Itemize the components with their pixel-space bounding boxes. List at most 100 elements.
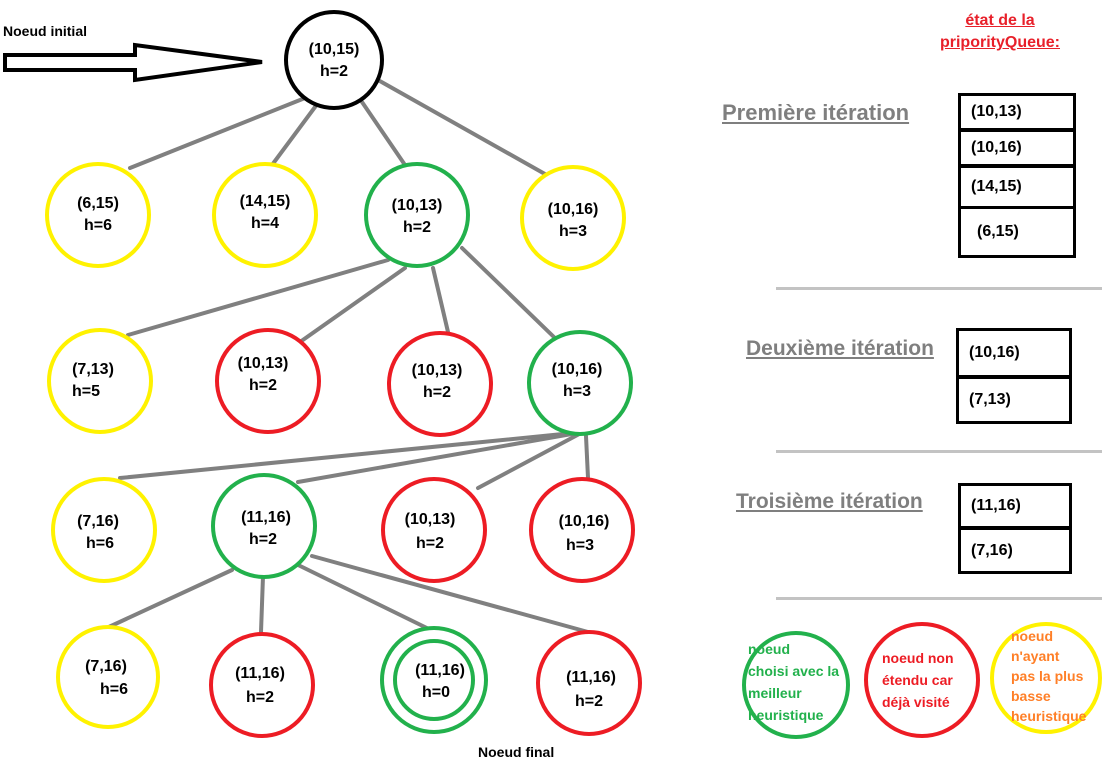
node-coord: (7,16) [77, 513, 119, 530]
node-coord: (10,13) [405, 511, 456, 528]
legend-not-lowest: noeud n'ayant pas la plus basse heuristi… [990, 622, 1102, 734]
node-coord: (7,16) [85, 658, 127, 675]
node-heuristic: h=3 [563, 383, 591, 400]
node-heuristic: h=6 [84, 217, 112, 234]
node-heuristic: h=2 [423, 384, 451, 401]
queue-item: (7,13) [956, 376, 1072, 424]
tree-node: (10,16) h=3 [520, 165, 626, 271]
legend-visited-text: noeud non étendu car déjà visité [882, 650, 957, 710]
iteration-2-title: Deuxième itération [746, 337, 934, 360]
initial-arrow: Noeud initial [3, 23, 263, 83]
node-heuristic: h=5 [72, 383, 100, 400]
node-coord: (10,16) [559, 513, 610, 530]
edge [360, 100, 407, 167]
node-circle [51, 477, 157, 583]
separator [776, 597, 1102, 600]
node-heuristic: h=4 [251, 215, 279, 232]
node-heuristic: h=6 [100, 681, 128, 698]
node-coord: (10,13) [238, 355, 289, 372]
node-heuristic: h=2 [246, 689, 274, 706]
node-circle [529, 477, 635, 583]
node-heuristic: h=2 [249, 531, 277, 548]
legend-visited: noeud non étendu car déjà visité [864, 622, 980, 738]
node-heuristic: h=2 [575, 693, 603, 710]
node-coord: (6,15) [77, 195, 119, 212]
node-circle [45, 162, 151, 268]
tree-node: (11,16) h=2 [211, 473, 317, 579]
node-heuristic: h=2 [416, 535, 444, 552]
node-coord: (11,16) [566, 669, 616, 686]
node-coord: (10,15) [309, 41, 360, 58]
node-coord: (10,13) [412, 362, 463, 379]
queue-title: état de la priporityQueue: [930, 10, 1070, 54]
node-circle [536, 630, 642, 736]
edge [259, 574, 265, 634]
legend: noeud choisi avec la meilleur heuristiqu… [742, 622, 1102, 739]
tree-edges [96, 78, 590, 634]
legend-circle-green [742, 631, 850, 739]
tree-node: (10,13) h=2 [215, 328, 321, 434]
node-heuristic: h=2 [320, 63, 348, 80]
edge [298, 266, 407, 344]
edge [476, 430, 585, 490]
queue-item: (10,13) [958, 93, 1076, 131]
queue-item: (7,16) [958, 527, 1072, 574]
node-circle [381, 477, 487, 583]
tree-node: (10,13) h=2 [364, 162, 470, 268]
node-coord: (14,15) [240, 193, 291, 210]
edge [126, 258, 390, 337]
node-heuristic: h=6 [86, 535, 114, 552]
node-coord: (7,13) [72, 361, 114, 378]
node-circle [520, 165, 626, 271]
arrow-right-icon [3, 42, 263, 83]
node-circle [387, 331, 493, 437]
tree-node: (14,15) h=4 [212, 162, 318, 268]
node-circle [527, 330, 633, 436]
node-coord: (10,16) [552, 361, 603, 378]
edge [270, 101, 320, 167]
tree-node: (10,13) h=2 [381, 477, 487, 583]
node-circle [364, 162, 470, 268]
tree-node: (7,16) h=6 [56, 625, 160, 729]
legend-not-lowest-text: noeud n'ayant pas la plus basse heuristi… [1011, 628, 1087, 724]
iteration-1-title: Première itération [722, 100, 910, 125]
edge [310, 554, 590, 634]
tree-node: (10,16) h=3 [529, 477, 635, 583]
edge [290, 560, 437, 634]
node-circle [211, 473, 317, 579]
separator [776, 287, 1102, 290]
queue-item: (10,16) [956, 328, 1072, 378]
queue-item: (11,16) [958, 483, 1072, 529]
edge [128, 96, 307, 170]
edge [96, 568, 234, 634]
node-circle [284, 10, 384, 110]
queue-title-line1: état de la [965, 12, 1035, 29]
edge [376, 78, 554, 180]
edge [431, 266, 450, 334]
node-heuristic: h=2 [403, 219, 431, 236]
queue-item: (6,15) [958, 206, 1076, 258]
node-coord: (10,16) [548, 201, 599, 218]
tree-node: (10,13) h=2 [387, 331, 493, 437]
queue-item: (14,15) [958, 165, 1076, 209]
edge [584, 434, 590, 480]
edge [296, 430, 585, 484]
node-coord: (10,13) [392, 197, 443, 214]
tree-node-final: (11,16) h=0 [380, 626, 488, 734]
separator [776, 450, 1102, 453]
node-circle-inner [393, 639, 475, 721]
node-heuristic: h=0 [422, 684, 450, 701]
tree-nodes: (10,15) h=2 (6,15) h=6 (14,15) h=4 (10,1… [45, 10, 642, 738]
node-heuristic: h=2 [249, 377, 277, 394]
iteration-3-title: Troisième itération [736, 490, 923, 513]
legend-circle-yellow [990, 622, 1102, 734]
legend-circle-red [864, 622, 980, 738]
node-circle [209, 632, 315, 738]
tree-node: (11,16) h=2 [536, 630, 642, 736]
tree-node: (10,15) h=2 [284, 10, 384, 110]
node-heuristic: h=3 [566, 537, 594, 554]
tree-node: (7,16) h=6 [51, 477, 157, 583]
node-circle [215, 328, 321, 434]
node-circle [47, 328, 153, 434]
